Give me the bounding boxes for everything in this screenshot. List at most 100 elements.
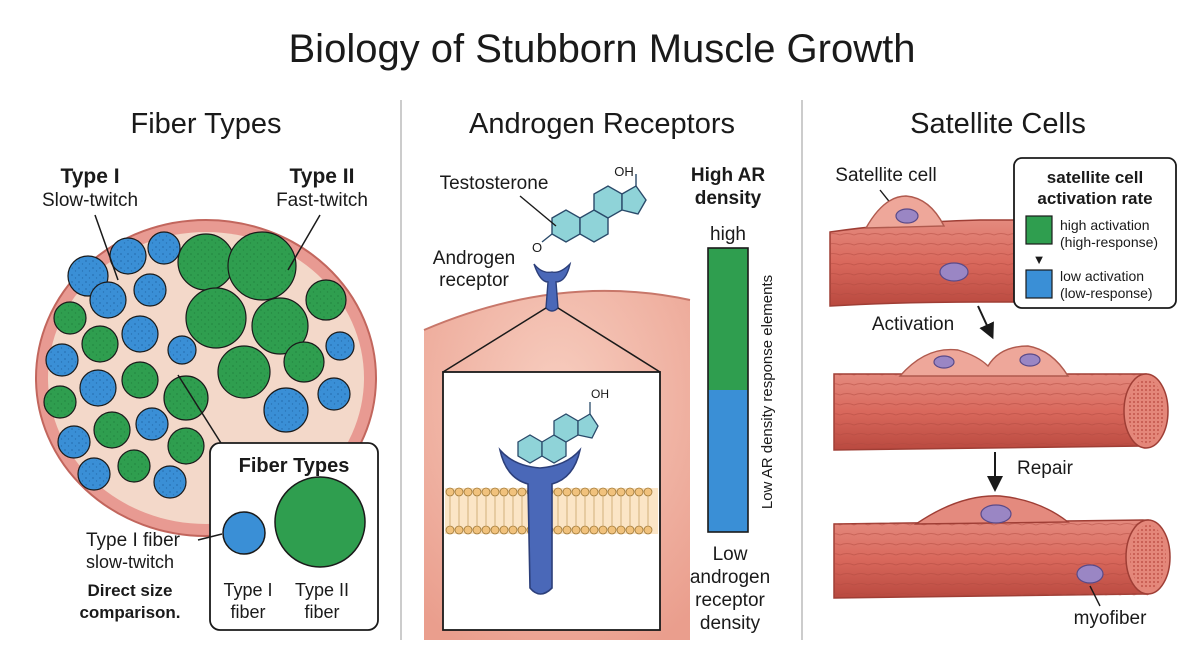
inset-type2-label-1: Type II	[295, 580, 349, 600]
fiber-texture	[92, 284, 124, 316]
nucleus-2b	[1019, 353, 1041, 367]
zoom-oh: OH	[591, 387, 609, 401]
fiber-types-heading: Fiber Types	[131, 108, 282, 140]
lipid-head	[445, 487, 455, 497]
nucleus-1b	[939, 262, 969, 282]
androgen-heading: Androgen Receptors	[469, 108, 735, 140]
lipid-head	[553, 525, 563, 535]
lipid-head	[571, 525, 581, 535]
testosterone-oh: OH	[614, 164, 634, 179]
inset-type1-label-1: Type I	[223, 580, 272, 600]
ar-bar-low-segment	[708, 390, 748, 532]
lipid-head	[580, 525, 590, 535]
fiber-texture	[112, 240, 144, 272]
fiber-texture	[328, 334, 352, 358]
lipid-head	[643, 487, 653, 497]
lipid-head	[472, 525, 482, 535]
zoom-line-left	[442, 307, 547, 373]
ar-bar-top-label: high	[710, 224, 746, 245]
lipid-head	[481, 525, 491, 535]
type2-subtitle: Fast-twitch	[276, 190, 368, 211]
type2-pointer	[287, 214, 321, 271]
fiber-texture	[188, 290, 244, 346]
repair-label: Repair	[1017, 458, 1074, 479]
fiber-texture	[254, 300, 306, 352]
legend-low-label-2: (low-response)	[1060, 285, 1153, 301]
ar-bar-bottom-3: receptor	[695, 590, 765, 611]
lipid-head	[634, 525, 644, 535]
testosterone-pointer	[519, 195, 557, 227]
fiber-texture	[220, 348, 268, 396]
fiber-types-panel: Fiber Types Type I Slow-twitch Type II F…	[35, 108, 379, 631]
legend-title-1: satellite cell	[1047, 168, 1143, 187]
fiber-texture	[56, 304, 84, 332]
satellite-cell-label: Satellite cell	[835, 165, 936, 186]
ar-bar-bottom-2: androgen	[690, 567, 770, 588]
legend-arrow-icon: ▼	[1033, 252, 1046, 267]
myofiber-label: myofiber	[1074, 608, 1148, 629]
fiber-texture	[308, 282, 344, 318]
satellite-cells-panel: Satellite Cells Satellite cell satellite…	[829, 108, 1177, 629]
lipid-head	[517, 487, 527, 497]
lipid-head	[499, 525, 509, 535]
fiber-texture	[170, 338, 194, 362]
lipid-head	[616, 525, 626, 535]
lipid-head	[517, 525, 527, 535]
muscle-cross-section	[35, 219, 377, 537]
receptor-label-1: Androgen	[433, 248, 515, 269]
lipid-head	[454, 487, 464, 497]
nucleus-1a	[895, 208, 919, 224]
lipid-head	[562, 487, 572, 497]
lipid-head	[607, 487, 617, 497]
fiber-texture	[124, 364, 156, 396]
lipid-head	[634, 487, 644, 497]
legend-high-swatch	[1025, 215, 1053, 245]
lipid-head	[625, 487, 635, 497]
lipid-head	[625, 525, 635, 535]
lipid-head	[643, 525, 653, 535]
myofiber-pointer	[1089, 585, 1101, 607]
activation-label: Activation	[872, 314, 954, 335]
fiber-texture	[286, 344, 322, 380]
fiber-texture	[136, 276, 164, 304]
lipid-head	[490, 525, 500, 535]
nucleus-2a	[933, 355, 955, 369]
lipid-head	[481, 487, 491, 497]
size-note-2: comparison.	[79, 603, 180, 622]
lipid-head	[589, 487, 599, 497]
fiber-texture	[170, 430, 202, 462]
legend-low-label-1: low activation	[1060, 268, 1144, 284]
inset-title: Fiber Types	[239, 455, 350, 477]
fiber-texture	[138, 410, 166, 438]
type1-fiber-callout-1: Type I fiber	[86, 530, 181, 551]
myofiber-stage-3	[833, 495, 1171, 599]
fiber-types-inset: Fiber Types Type I fiber Type II fiber	[209, 442, 379, 631]
testosterone-o: O	[532, 240, 542, 255]
lipid-head	[553, 487, 563, 497]
lipid-head	[463, 487, 473, 497]
inset-type1-label-2: fiber	[230, 602, 265, 622]
fiber-texture	[48, 346, 76, 374]
type1-title: Type I	[60, 165, 119, 188]
lipid-head	[490, 487, 500, 497]
fiber-texture	[150, 234, 178, 262]
lipid-head	[598, 525, 608, 535]
lipid-head	[508, 487, 518, 497]
ar-bar-title-2: density	[695, 188, 762, 209]
lipid-head	[445, 525, 455, 535]
lipid-head	[508, 525, 518, 535]
lipid-head	[571, 487, 581, 497]
receptor-zoom-box: OH	[442, 371, 661, 631]
myofiber-stage-2	[833, 345, 1169, 451]
lipid-head	[598, 487, 608, 497]
type1-pointer	[94, 214, 119, 281]
lipid-head	[589, 525, 599, 535]
satellite-cell-2	[898, 345, 1070, 377]
inset-type2-fiber	[274, 476, 366, 568]
lipid-head	[562, 525, 572, 535]
legend-high-label-2: (high-response)	[1060, 234, 1158, 250]
myofiber-stage-1	[829, 195, 1017, 307]
callout-pointer	[197, 533, 223, 541]
androgen-receptors-panel: Androgen Receptors OH O Testosterone And…	[423, 108, 776, 640]
fiber-texture	[124, 318, 156, 350]
